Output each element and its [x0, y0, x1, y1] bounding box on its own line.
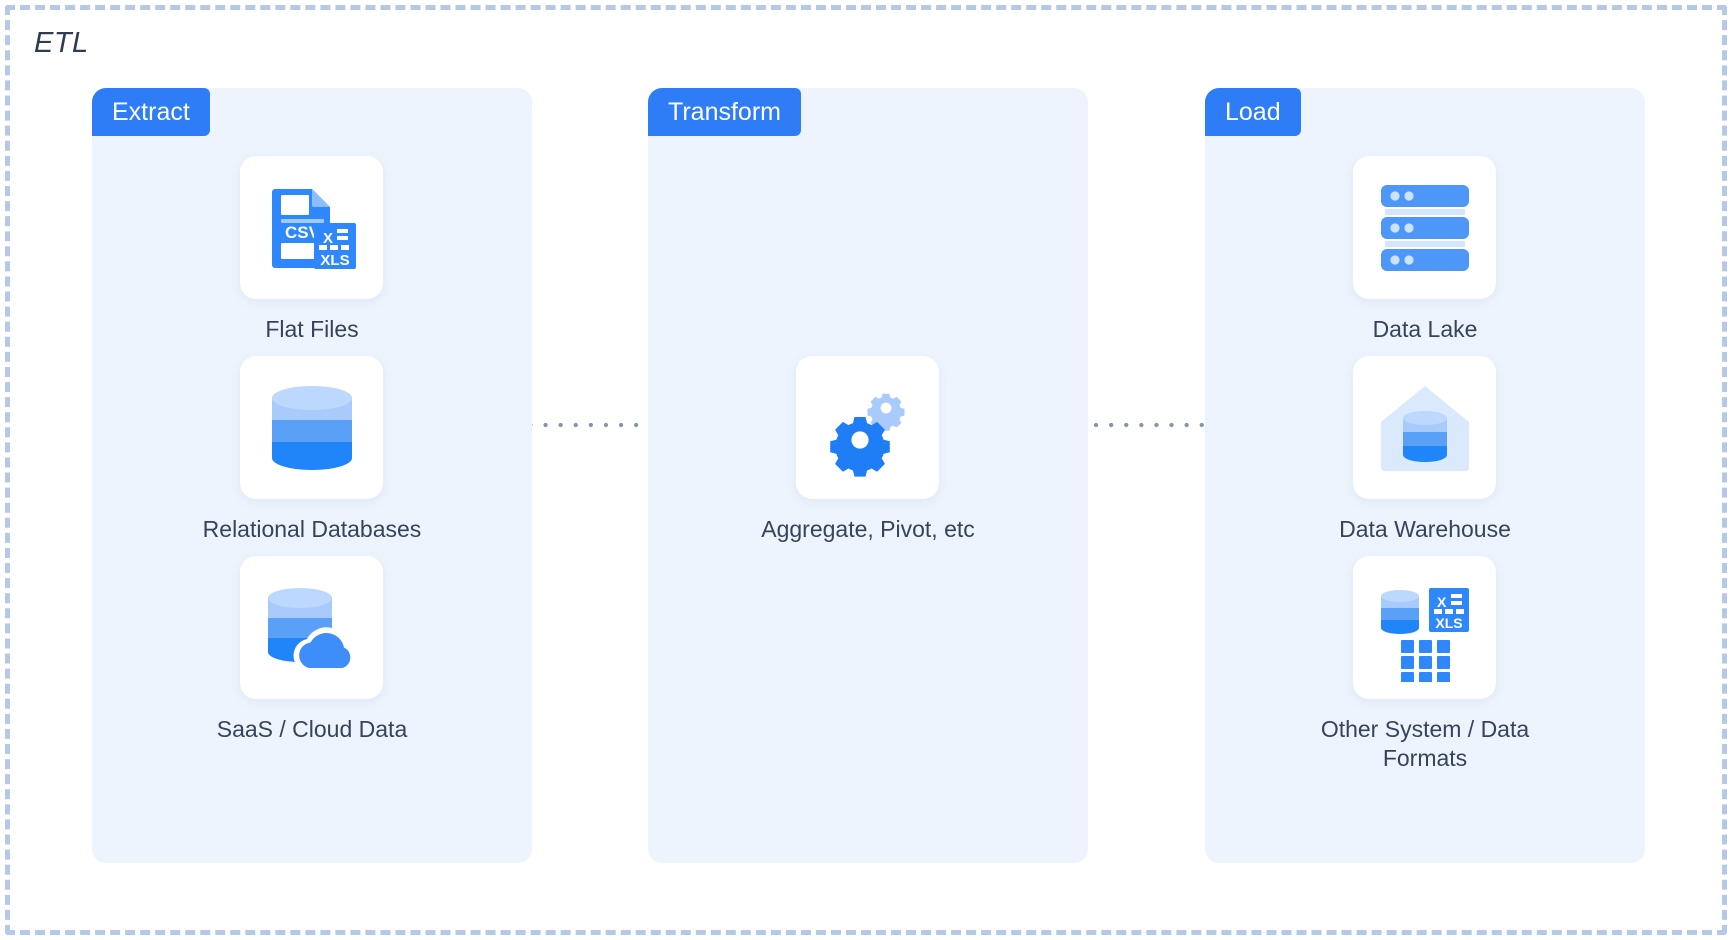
node-aggregate-pivot[interactable]: Aggregate, Pivot, etc — [761, 356, 975, 544]
node-label-data-warehouse: Data Warehouse — [1339, 516, 1511, 542]
stage-panel-transform: Transform — [648, 88, 1088, 863]
database-cloud-icon — [240, 556, 383, 699]
svg-text:CSV: CSV — [285, 223, 321, 242]
node-label-relational-databases: Relational Databases — [202, 516, 422, 542]
csv-xls-files-icon: CSV X XLS — [240, 156, 383, 299]
svg-text:X: X — [323, 230, 333, 247]
stage-panel-extract: Extract CSV X — [92, 88, 532, 863]
node-label-flat-files: Flat Files — [265, 316, 359, 342]
node-relational-databases[interactable]: Relational Databases — [203, 356, 421, 544]
stage-badge-load: Load — [1205, 88, 1301, 136]
node-tile-flat-files: CSV X XLS — [240, 156, 383, 299]
gears-icon — [796, 356, 939, 499]
node-tile-other-systems: X XLS — [1353, 556, 1496, 699]
node-saas-cloud-data[interactable]: SaaS / Cloud Data — [217, 556, 407, 744]
stage-panel-load: Load — [1205, 88, 1645, 863]
database-cylinder-icon — [240, 356, 383, 499]
node-flat-files[interactable]: CSV X XLS Flat Files — [240, 156, 383, 344]
stage-badge-transform: Transform — [648, 88, 801, 136]
node-tile-saas-cloud-data — [240, 556, 383, 699]
svg-text:XLS: XLS — [1435, 615, 1462, 631]
svg-text:X: X — [1437, 594, 1447, 610]
node-other-systems[interactable]: X XLS — [1321, 556, 1529, 773]
node-tile-data-warehouse — [1353, 356, 1496, 499]
node-tile-relational-databases — [240, 356, 383, 499]
node-data-warehouse[interactable]: Data Warehouse — [1339, 356, 1511, 544]
node-data-lake[interactable]: Data Lake — [1353, 156, 1496, 344]
node-label-data-lake: Data Lake — [1372, 316, 1478, 342]
warehouse-database-icon — [1353, 356, 1496, 499]
stage-badge-extract: Extract — [92, 88, 210, 136]
node-tile-data-lake — [1353, 156, 1496, 299]
diagram-title: ETL — [34, 27, 89, 59]
mixed-formats-icon: X XLS — [1353, 556, 1496, 699]
node-tile-aggregate-pivot — [796, 356, 939, 499]
server-stack-icon — [1353, 156, 1496, 299]
node-label-saas-cloud-data: SaaS / Cloud Data — [216, 716, 408, 742]
svg-text:XLS: XLS — [320, 252, 349, 269]
node-label-aggregate-pivot: Aggregate, Pivot, etc — [761, 516, 975, 542]
node-label-other-systems: Other System / Data Formats — [1320, 716, 1530, 771]
